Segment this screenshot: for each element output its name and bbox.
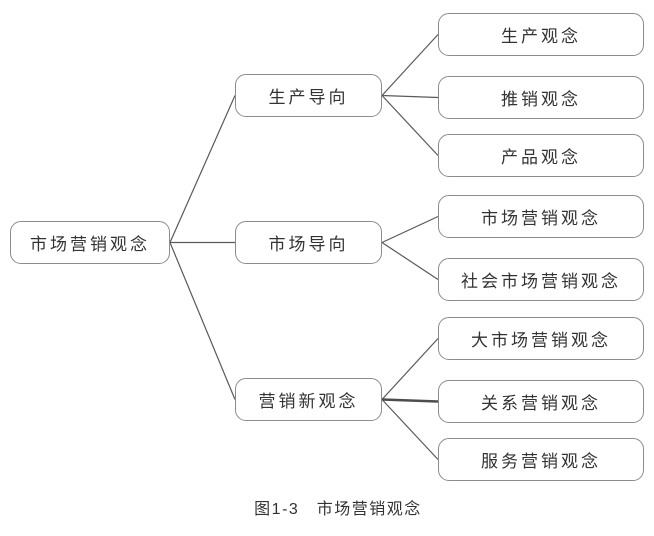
node-branch-new-marketing-concepts: 营销新观念 — [235, 378, 382, 421]
connector-market-to-societal-marketing-concept — [381, 241, 439, 281]
connector-new-to-service-marketing-concept — [381, 399, 439, 460]
node-label: 市场导向 — [268, 235, 349, 254]
node-label: 关系营销观念 — [481, 394, 601, 413]
node-label: 产品观念 — [501, 148, 581, 167]
node-leaf-societal-marketing-concept: 社会市场营销观念 — [438, 258, 644, 301]
connector-production-to-product-concept — [381, 95, 439, 156]
node-label: 市场营销观念 — [30, 235, 150, 254]
figure-caption: 图1-3 市场营销观念 — [254, 501, 422, 518]
node-leaf-product-concept: 产品观念 — [438, 134, 644, 177]
connector-market-to-marketing-concept — [381, 215, 439, 244]
connector-new-to-megamarketing-concept — [381, 338, 439, 400]
connector-new-to-relationship-marketing-concept — [381, 398, 439, 403]
node-label: 社会市场营销观念 — [461, 272, 621, 291]
node-label: 生产观念 — [501, 27, 581, 46]
connector-production-to-production-concept — [381, 34, 439, 96]
connector-root-to-production-orientation — [169, 95, 236, 243]
node-leaf-selling-concept: 推销观念 — [438, 76, 644, 119]
node-leaf-megamarketing-concept: 大市场营销观念 — [438, 317, 644, 360]
node-label: 市场营销观念 — [481, 209, 601, 228]
node-branch-market-orientation: 市场导向 — [235, 221, 382, 264]
node-label: 推销观念 — [501, 90, 581, 109]
node-leaf-relationship-marketing-concept: 关系营销观念 — [438, 380, 644, 423]
node-label: 生产导向 — [268, 88, 349, 107]
node-leaf-marketing-concept: 市场营销观念 — [438, 195, 644, 238]
node-leaf-service-marketing-concept: 服务营销观念 — [438, 438, 644, 481]
node-label: 服务营销观念 — [481, 452, 601, 471]
node-label: 营销新观念 — [258, 392, 359, 411]
node-root-marketing-concept: 市场营销观念 — [10, 221, 170, 264]
node-leaf-production-concept: 生产观念 — [438, 13, 644, 56]
node-branch-production-orientation: 生产导向 — [235, 74, 382, 117]
connector-root-to-new-marketing — [169, 242, 236, 400]
connector-production-to-selling-concept — [381, 94, 439, 99]
node-label: 大市场营销观念 — [471, 331, 611, 350]
